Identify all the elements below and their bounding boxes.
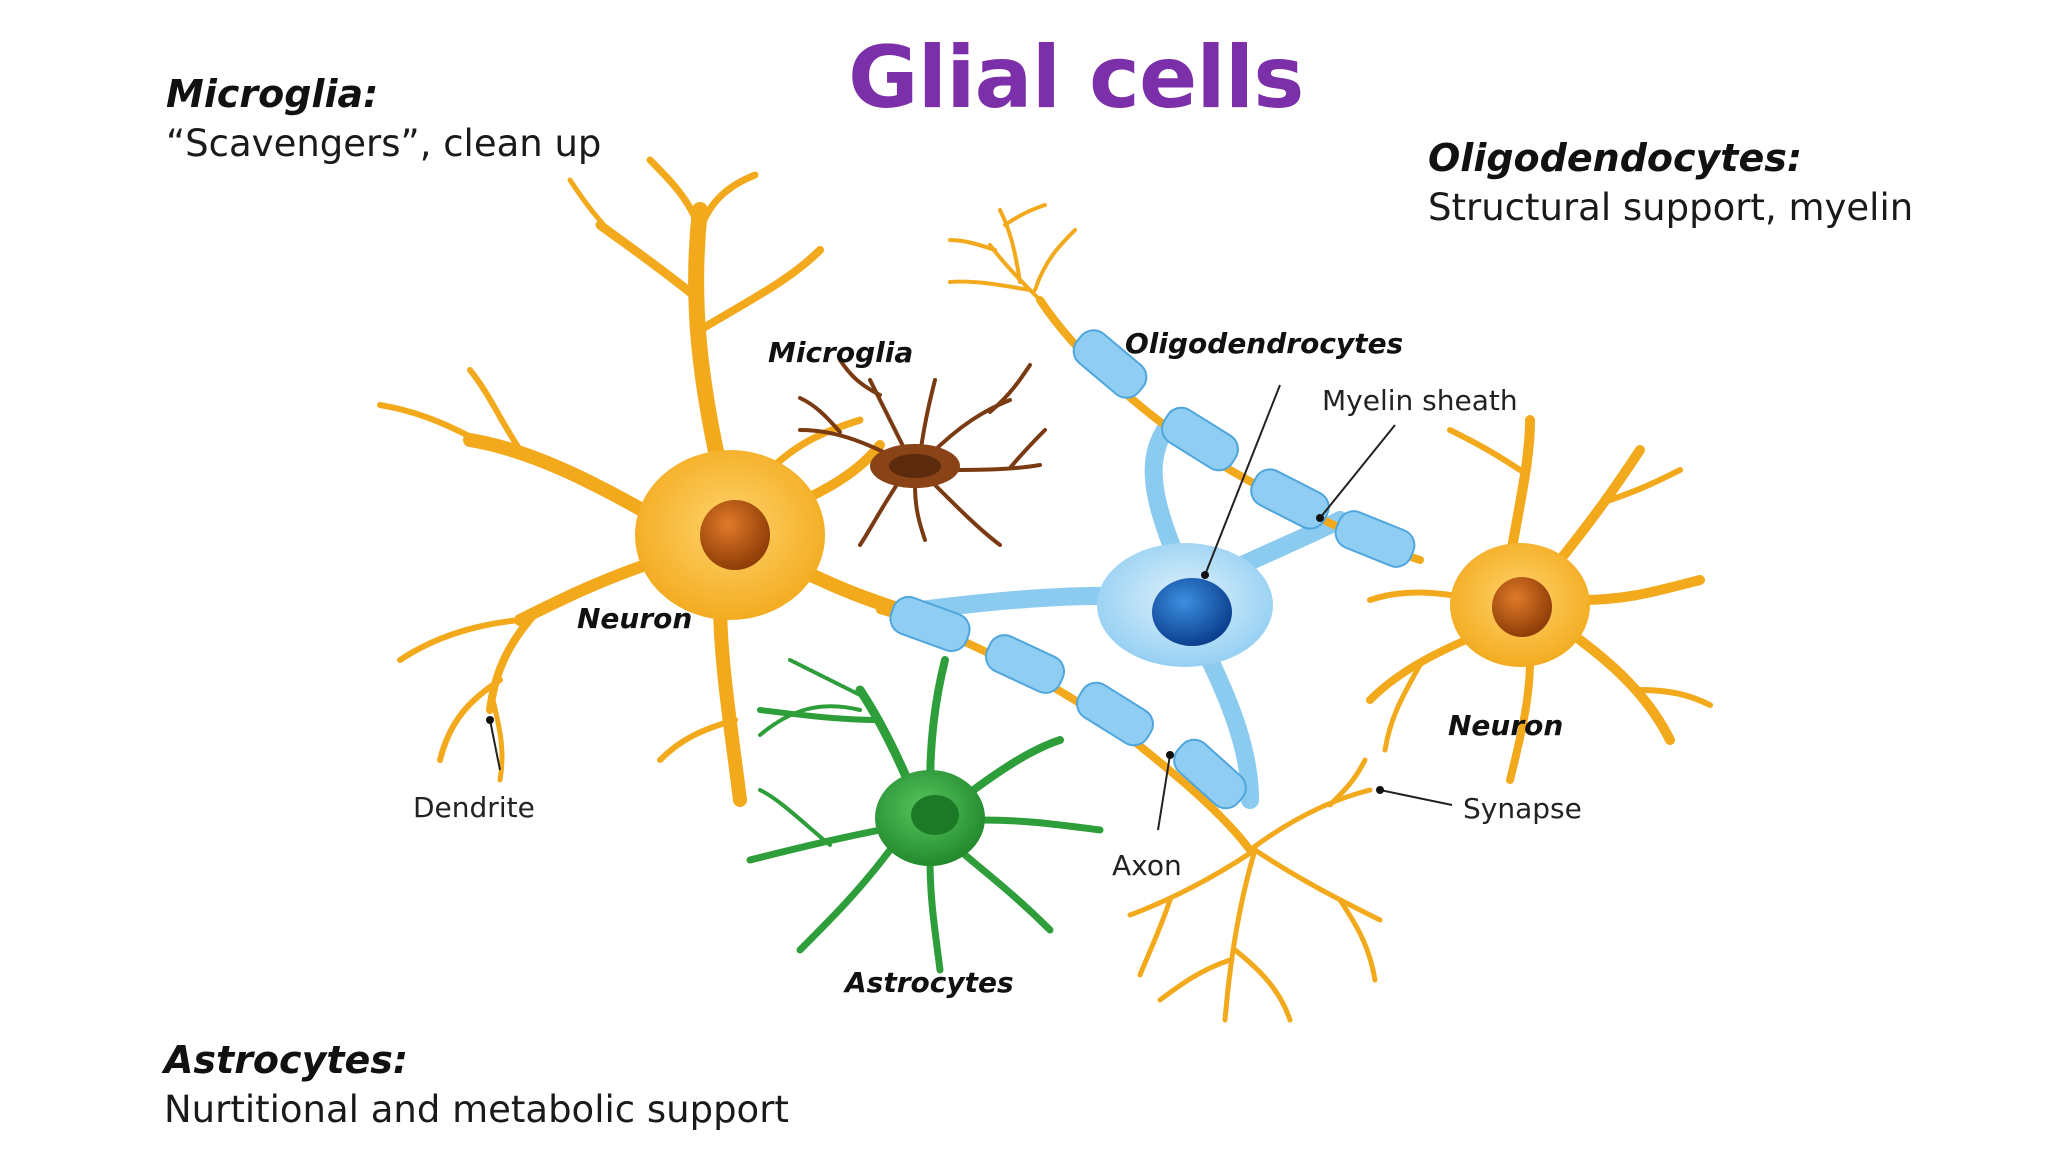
label-synapse: Synapse	[1463, 792, 1582, 825]
leader-lines	[489, 384, 1453, 831]
microglia-note-desc: “Scavengers”, clean up	[166, 122, 602, 165]
label-myelin-sheath: Myelin sheath	[1322, 384, 1518, 417]
oligodendrocyte-nucleus	[1152, 578, 1232, 646]
astrocytes-note-desc: Nurtitional and metabolic support	[164, 1088, 789, 1131]
myelin-sheath-upper	[1072, 329, 1416, 568]
oligodendrocytes-note-desc: Structural support, myelin	[1428, 186, 1914, 229]
axon-terminal-bottom	[1127, 757, 1383, 1023]
neuron-left-cell	[377, 156, 907, 807]
astrocyte-nucleus	[911, 795, 959, 835]
neuron-right-nucleus	[1492, 577, 1552, 637]
astrocytes-note-title: Astrocytes:	[164, 1038, 409, 1082]
leader-dots	[486, 514, 1384, 794]
label-neuron-left: Neuron	[577, 602, 692, 635]
myelin-sheath-lower	[889, 595, 1247, 810]
page-title: Glial cells	[848, 28, 1304, 128]
label-axon: Axon	[1112, 849, 1182, 882]
label-astrocytes: Astrocytes	[843, 966, 1014, 999]
neuron-left-nucleus	[700, 500, 770, 570]
label-dendrite: Dendrite	[413, 791, 535, 824]
oligodendrocytes-note-title: Oligodendocytes:	[1428, 136, 1803, 180]
microglia-nucleus	[889, 454, 941, 478]
label-microglia: Microglia	[768, 336, 913, 369]
label-neuron-right: Neuron	[1448, 709, 1563, 742]
microglia-note-title: Microglia:	[166, 72, 379, 116]
upper-axon-terminal	[948, 203, 1077, 302]
label-oligodendrocytes: Oligodendrocytes	[1125, 327, 1403, 360]
